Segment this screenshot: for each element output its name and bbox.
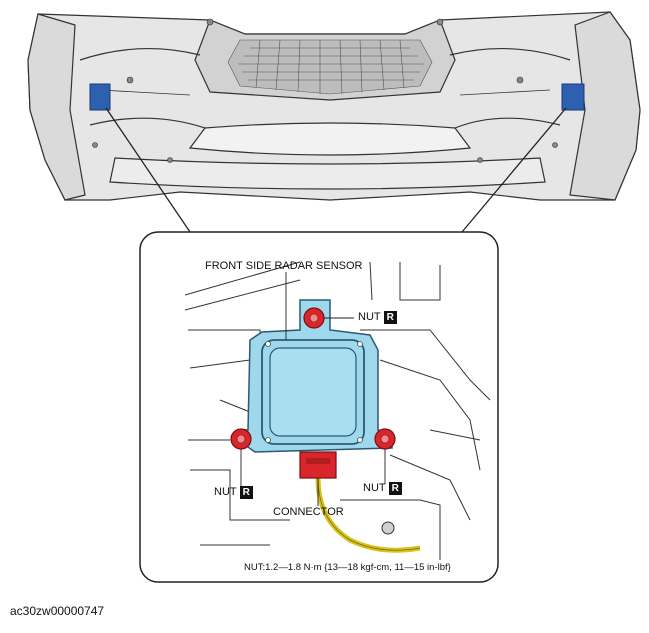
torque-spec: NUT:1.2—1.8 N·m {13—18 kgf-cm, 11—15 in-… [244, 562, 451, 573]
callout-line-right [461, 107, 567, 233]
nut-left [230, 428, 252, 450]
callout-line-left [105, 107, 191, 233]
right-radar-sensor-marker [561, 83, 585, 111]
detail-background-structure [184, 261, 491, 560]
nut-text: NUT [214, 486, 237, 498]
nut-text: NUT [363, 482, 386, 494]
sensor-label: FRONT SIDE RADAR SENSOR [205, 260, 363, 272]
nut-text: NUT [358, 311, 381, 323]
label-leaders [240, 272, 386, 506]
clip-bolt [381, 521, 395, 535]
left-radar-sensor-marker [89, 83, 111, 111]
connector-label: CONNECTOR [273, 506, 344, 518]
front-bumper [27, 11, 641, 201]
grille-mesh [227, 39, 433, 95]
radar-sensor-face [269, 347, 357, 437]
bumper-clips [92, 18, 558, 163]
nut-reuse-badge: R [388, 482, 402, 495]
nut-top [303, 307, 325, 329]
figure-code: ac30zw00000747 [10, 604, 105, 618]
nut-reuse-badge: R [383, 311, 397, 324]
nut-right [374, 428, 396, 450]
connector [299, 451, 337, 479]
nut-reuse-badge: R [239, 486, 253, 499]
